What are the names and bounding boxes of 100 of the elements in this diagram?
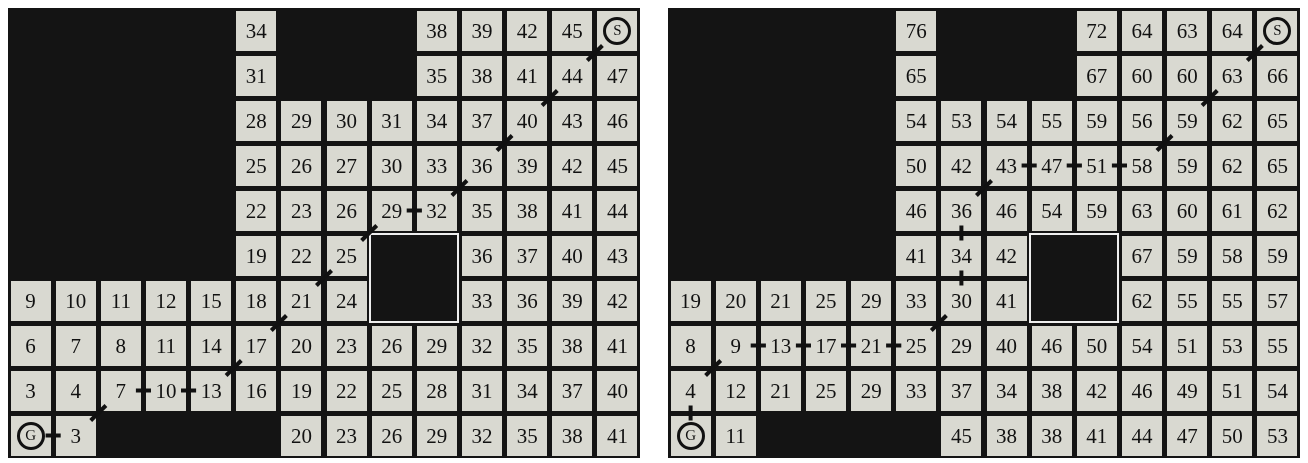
grid-cell (10, 370, 51, 411)
grid-cell (986, 100, 1027, 141)
grid-cell (236, 100, 277, 141)
grid-cell (896, 280, 937, 321)
grid-cell (941, 100, 982, 141)
path-line (795, 343, 811, 348)
grid-cell (1212, 100, 1253, 141)
path-line (540, 89, 559, 107)
path-line (886, 343, 902, 348)
grid-cell (1076, 145, 1117, 186)
grid-cell (1212, 415, 1253, 456)
grid-cell (896, 370, 937, 411)
grid-cell (1031, 145, 1072, 186)
grid-cell (896, 190, 937, 231)
grid-cell (1121, 325, 1163, 366)
grid-cell (236, 235, 277, 276)
grid-cell (371, 145, 412, 186)
grid-cell (416, 10, 457, 51)
path-line (929, 314, 948, 332)
path-line (1245, 44, 1264, 62)
grid-cell (281, 235, 322, 276)
grid-cell (416, 145, 457, 186)
grid-cell (461, 370, 503, 411)
grid-cell (416, 415, 457, 456)
grid-cell (851, 280, 892, 321)
grid-cell (236, 10, 277, 51)
grid-cell (1076, 325, 1117, 366)
grid-cell (55, 415, 96, 456)
path-line (360, 224, 379, 242)
grid-cell (191, 280, 232, 321)
grid-cell (986, 190, 1027, 231)
grid-cell (552, 280, 593, 321)
grid-cell (941, 325, 982, 366)
grid-cell (552, 415, 593, 456)
obstacle-block (369, 233, 460, 323)
grid-cell (597, 145, 638, 186)
grid-cell (461, 190, 503, 231)
grid-cell (145, 325, 187, 366)
grid-cell (597, 325, 638, 366)
path-line (89, 404, 108, 422)
grid-cell (1257, 415, 1298, 456)
grid-cell (55, 280, 96, 321)
grid-cell (1076, 100, 1117, 141)
path-line (975, 179, 993, 197)
path-line (315, 269, 333, 287)
grid-cell (1212, 10, 1253, 51)
grid-cell (10, 415, 51, 456)
grid-cell (1076, 55, 1117, 96)
grid-cell (597, 280, 638, 321)
grid-cell (715, 325, 756, 366)
grid-cell (1167, 370, 1208, 411)
grid-cell (371, 325, 412, 366)
grid-cell (191, 325, 232, 366)
grid-cell (986, 370, 1027, 411)
path-line (45, 433, 61, 438)
grid-cell (507, 145, 548, 186)
path-line (181, 388, 197, 393)
grid-cell (507, 325, 548, 366)
grid-cell (236, 55, 277, 96)
path-line (224, 359, 243, 377)
grid-cell (326, 145, 367, 186)
grid-cell (145, 370, 187, 411)
grid-cell (552, 235, 593, 276)
grid-cell (1121, 145, 1163, 186)
grid-cell (1257, 100, 1298, 141)
grid-cell (236, 325, 277, 366)
grid-cell (507, 55, 548, 96)
grid-cell (100, 325, 141, 366)
grid-cell (715, 280, 756, 321)
grid-cell (986, 280, 1027, 321)
grid-cell (281, 415, 322, 456)
path-line (959, 225, 964, 241)
grid-cell (1257, 55, 1298, 96)
path-line (688, 405, 693, 421)
grid-cell (191, 370, 232, 411)
grid-cell (552, 190, 593, 231)
grid-cell (507, 370, 548, 411)
grid-cell (507, 235, 548, 276)
grid-cell (670, 370, 711, 411)
path-line (750, 343, 766, 348)
path-line (495, 134, 514, 152)
grid-cell (1076, 370, 1117, 411)
grid-cell (326, 415, 367, 456)
grid-cell (507, 280, 548, 321)
grid-cell (281, 370, 322, 411)
path-line (1155, 134, 1174, 152)
grid-cell (461, 145, 503, 186)
grid-cell (1121, 370, 1163, 411)
grid-cell (326, 280, 367, 321)
grid-cell (461, 280, 503, 321)
grid-cell (1257, 325, 1298, 366)
grid-cell (461, 10, 503, 51)
grid-cell (281, 100, 322, 141)
grid-cell (1257, 190, 1298, 231)
grid-cell (1121, 415, 1163, 456)
grid-cell (1121, 235, 1163, 276)
grid-cell (1212, 280, 1253, 321)
grid-cell (145, 280, 187, 321)
path-line (1200, 89, 1219, 107)
path-line (841, 343, 857, 348)
